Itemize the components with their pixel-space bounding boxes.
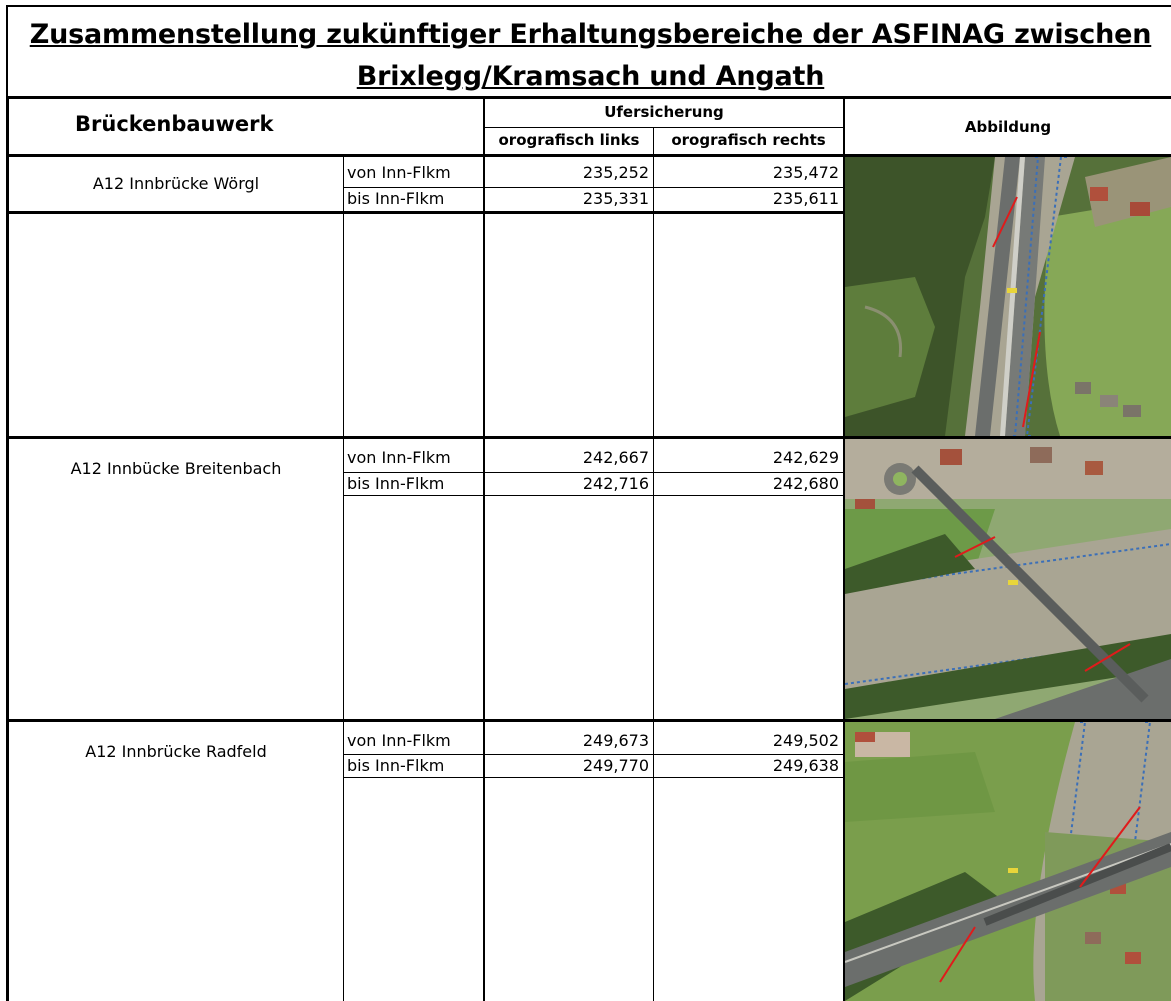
from-left-value: 242,667 [582, 448, 649, 467]
header-left-bank: orografisch links [498, 131, 640, 149]
from-right-value: 242,629 [772, 448, 839, 467]
to-right-value: 249,638 [772, 756, 839, 775]
bridge-name: A12 Innbrücke Radfeld [85, 742, 267, 761]
bridge-name: A12 Innbücke Breitenbach [70, 459, 282, 478]
grid-line [843, 96, 845, 1001]
grid-line [343, 157, 344, 1001]
aerial-photo-radfeld-icon [845, 722, 1171, 1001]
grid-line [6, 154, 1171, 157]
from-right-value: 235,472 [772, 163, 839, 182]
header-image: Abbildung [964, 118, 1052, 136]
to-left-value: 242,716 [582, 474, 649, 493]
grid-line [344, 777, 844, 778]
title-block: Zusammenstellung zukünftiger Erhaltungsb… [6, 5, 1171, 97]
grid-line [6, 96, 1171, 99]
header-bank-protection: Ufersicherung [604, 103, 724, 121]
to-label: bis Inn-Flkm [347, 756, 445, 775]
from-label: von Inn-Flkm [347, 731, 451, 750]
to-left-value: 249,770 [582, 756, 649, 775]
grid-line [344, 472, 844, 473]
grid-line [344, 187, 844, 188]
to-right-value: 235,611 [772, 189, 839, 208]
to-label: bis Inn-Flkm [347, 474, 445, 493]
header-right-bank: orografisch rechts [671, 131, 826, 149]
from-right-value: 249,502 [772, 731, 839, 750]
grid-line [653, 127, 654, 1001]
document-title-line-2: Brixlegg/Kramsach und Angath [356, 61, 825, 92]
to-right-value: 242,680 [772, 474, 839, 493]
from-label: von Inn-Flkm [347, 448, 451, 467]
grid-line [6, 96, 9, 1001]
grid-line [483, 96, 485, 1001]
to-left-value: 235,331 [582, 189, 649, 208]
header-bridge: Brückenbauwerk [75, 112, 274, 136]
document-title-line-1: Zusammenstellung zukünftiger Erhaltungsb… [29, 19, 1152, 50]
from-left-value: 249,673 [582, 731, 649, 750]
from-label: von Inn-Flkm [347, 163, 451, 182]
grid-line [6, 719, 1171, 722]
aerial-photo-woergl-icon [845, 157, 1171, 436]
to-label: bis Inn-Flkm [347, 189, 445, 208]
grid-line [6, 211, 844, 214]
bridge-name: A12 Innbrücke Wörgl [92, 174, 260, 193]
from-left-value: 235,252 [582, 163, 649, 182]
grid-line [484, 127, 844, 128]
grid-line [6, 436, 1171, 439]
grid-line [344, 754, 844, 755]
grid-line [344, 495, 844, 496]
aerial-photo-breitenbach-icon [845, 439, 1171, 719]
